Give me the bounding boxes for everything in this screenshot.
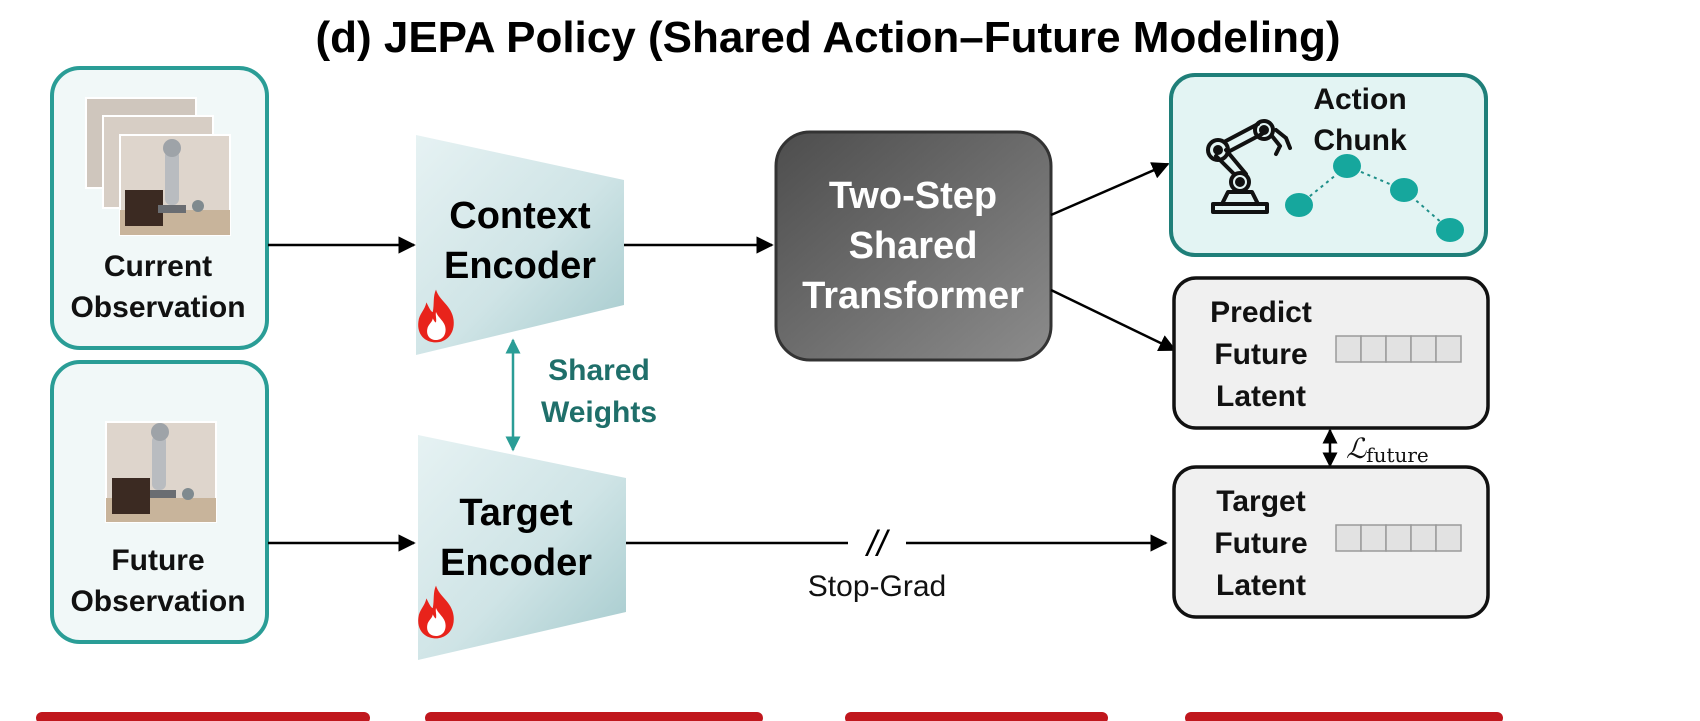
predict-latent-vector <box>1335 335 1462 363</box>
future-observation-panel: Future Observation <box>50 360 269 644</box>
target-encoder-label-1: Target <box>459 492 573 534</box>
robot-arm-icon <box>1206 119 1292 214</box>
target-encoder-label-2: Encoder <box>440 542 592 584</box>
current-observation-label-1: Current <box>104 250 212 283</box>
loss-label: ℒfuture <box>1346 432 1429 467</box>
target-future-latent-box: Target Future Latent <box>1172 465 1490 619</box>
arrow-transformer-to-predict <box>1050 288 1177 352</box>
transformer-label-1: Two-Step <box>829 175 997 217</box>
predict-future-latent-box: Predict Future Latent <box>1172 276 1490 430</box>
action-chunk-label-1: Action <box>1313 83 1406 116</box>
context-encoder-label-1: Context <box>449 195 591 237</box>
predict-latent-label-2: Future <box>1214 338 1307 371</box>
action-point <box>1390 178 1418 202</box>
predict-latent-label-3: Latent <box>1216 380 1306 413</box>
current-observation-image-stack <box>85 97 231 236</box>
action-chunk-label-2: Chunk <box>1313 124 1407 157</box>
page-title: (d) JEPA Policy (Shared Action–Future Mo… <box>315 13 1340 62</box>
stop-grad-symbol: // <box>864 523 891 564</box>
shared-weights-label-1: Shared <box>548 354 650 387</box>
future-observation-label-2: Observation <box>70 585 245 618</box>
target-encoder: Target Encoder <box>418 435 626 660</box>
loss-subscript: future <box>1366 443 1429 467</box>
action-chunk-box: Action Chunk <box>1169 73 1488 257</box>
transformer-label-3: Transformer <box>802 275 1024 317</box>
target-latent-vector <box>1335 524 1462 552</box>
target-latent-label-1: Target <box>1216 485 1305 518</box>
current-observation-panel: Current Observation <box>50 66 269 350</box>
target-latent-label-3: Latent <box>1216 569 1306 602</box>
shared-weights-label-2: Weights <box>541 396 657 429</box>
transformer-label-2: Shared <box>849 225 978 267</box>
bottom-strip <box>36 712 1503 721</box>
predict-latent-label-1: Predict <box>1210 296 1312 329</box>
future-observation-label-1: Future <box>111 544 204 577</box>
two-step-shared-transformer: Two-Step Shared Transformer <box>774 130 1053 362</box>
stop-grad-label: Stop-Grad <box>808 570 946 603</box>
action-point <box>1436 218 1464 242</box>
context-encoder: Context Encoder <box>416 135 624 355</box>
target-latent-label-2: Future <box>1214 527 1307 560</box>
action-trajectory-line <box>1298 164 1451 231</box>
context-encoder-label-2: Encoder <box>444 245 596 287</box>
arrow-transformer-to-action <box>1050 162 1170 217</box>
loss-symbol: ℒ <box>1346 432 1367 465</box>
action-point <box>1285 193 1313 217</box>
action-point <box>1333 154 1361 178</box>
future-observation-image <box>105 421 217 523</box>
current-observation-label-2: Observation <box>70 291 245 324</box>
